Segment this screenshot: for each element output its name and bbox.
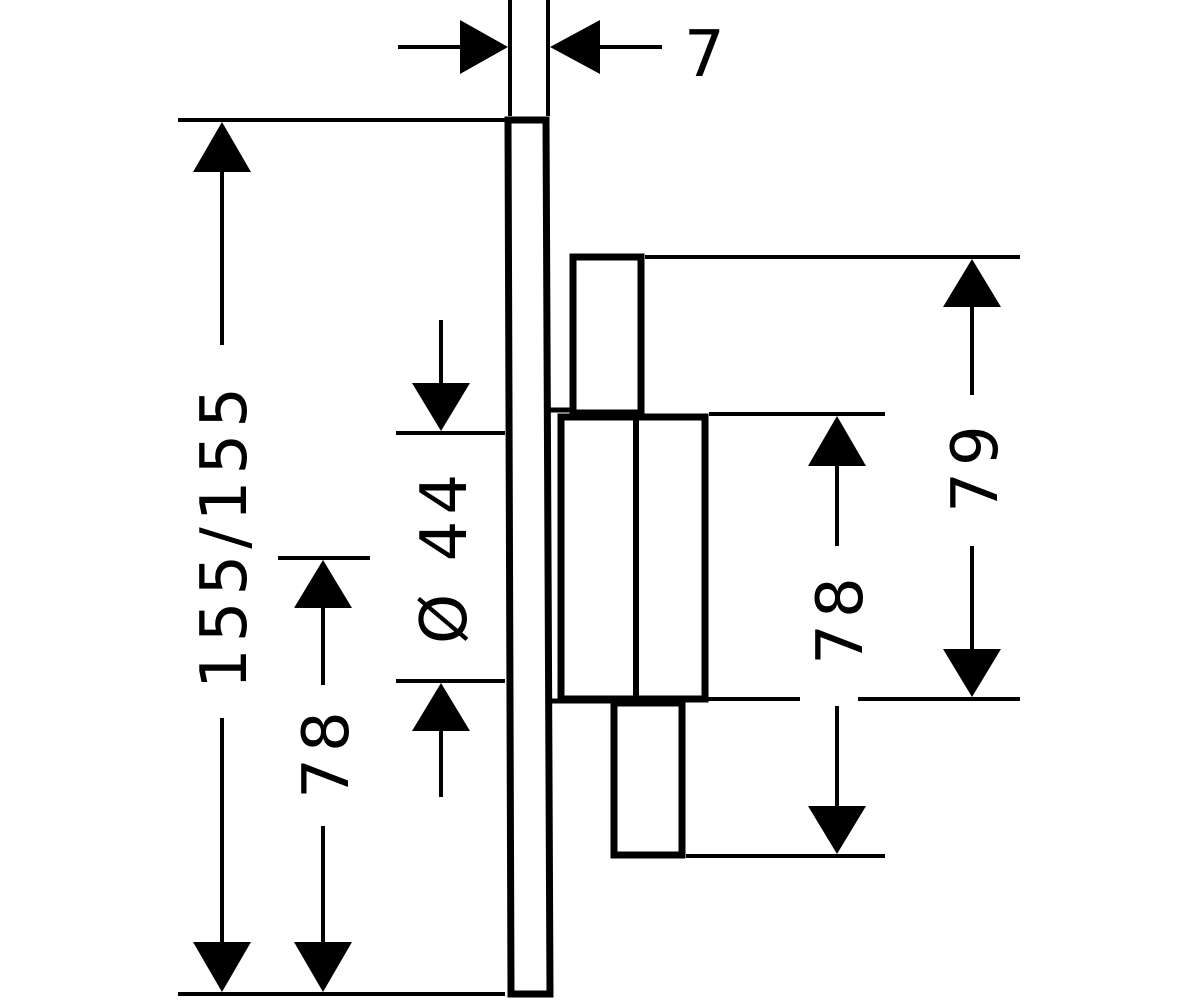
lower-handle-block xyxy=(610,699,686,859)
dimension-body-half: 78 xyxy=(804,416,878,854)
arrowhead xyxy=(460,20,508,74)
dim-label-overall-height: 155/155 xyxy=(188,381,262,689)
arrowhead xyxy=(193,942,251,992)
dim-label-diameter: Ø 44 xyxy=(408,468,482,644)
arrowhead xyxy=(412,683,470,731)
arrowhead xyxy=(550,20,600,74)
arrowhead xyxy=(193,122,251,172)
dimension-overall-height: 155/155 xyxy=(188,122,262,992)
arrowhead xyxy=(808,416,866,466)
dim-label-body-half: 78 xyxy=(804,571,878,664)
dim-label-plate-thickness: 7 xyxy=(684,18,731,92)
dimension-plate-thickness: 7 xyxy=(398,18,731,92)
arrowhead xyxy=(412,383,470,431)
dimension-diameter: Ø 44 xyxy=(408,320,482,797)
part-outline xyxy=(504,116,709,998)
dim-label-lower-half: 78 xyxy=(290,705,364,798)
arrowhead xyxy=(943,259,1001,307)
upper-handle-block xyxy=(569,253,645,417)
arrowhead xyxy=(808,806,866,854)
arrowhead xyxy=(294,560,352,608)
arrowhead xyxy=(294,942,352,992)
dimension-lower-half: 78 xyxy=(290,560,364,992)
dim-label-handle-offset: 79 xyxy=(939,419,1013,512)
cover-plate xyxy=(504,116,554,998)
dimension-handle-offset: 79 xyxy=(939,259,1013,697)
arrowhead xyxy=(943,649,1001,697)
extension-lines xyxy=(178,0,1020,996)
